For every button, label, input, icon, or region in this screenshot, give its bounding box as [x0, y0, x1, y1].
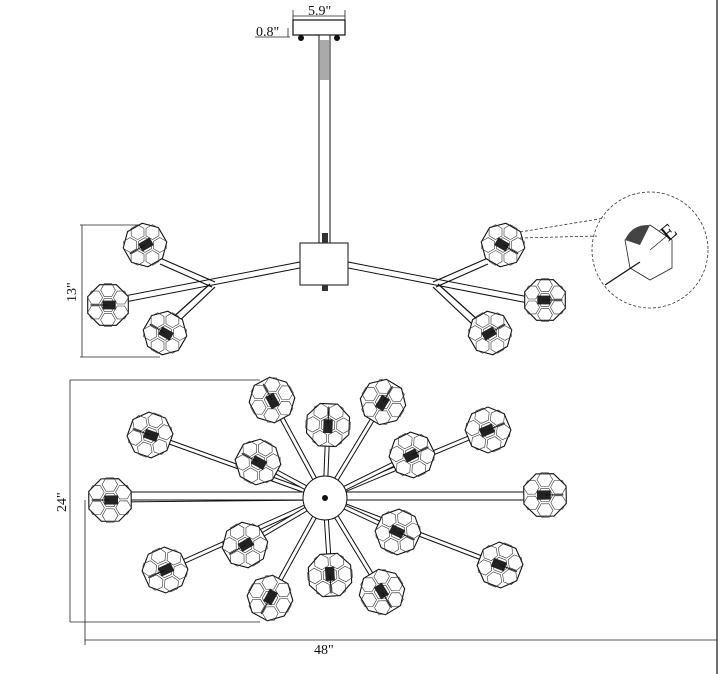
glass-shade [307, 552, 353, 598]
downrod-joint [320, 40, 329, 80]
socket [138, 237, 154, 252]
canopy-screw [334, 35, 340, 41]
glass-shade [234, 438, 282, 486]
width-label: 48" [314, 643, 334, 658]
glass-shade [246, 574, 294, 622]
socket [402, 448, 420, 463]
socket [104, 495, 119, 505]
socket [157, 562, 175, 577]
canopy-screw [298, 35, 304, 41]
glass-shade [142, 310, 188, 356]
glass-shade [523, 472, 567, 518]
socket [494, 237, 510, 252]
arm-left [118, 261, 301, 304]
socket [158, 326, 174, 341]
glass-shade [464, 406, 512, 454]
socket [250, 455, 268, 470]
glass-shade [359, 378, 407, 426]
top-view: 24" 48" [55, 376, 717, 658]
detail-bulb [604, 224, 673, 286]
height-label: 13" [65, 282, 80, 302]
glass-shade [141, 546, 189, 594]
arm-right [347, 261, 530, 304]
socket [481, 326, 497, 341]
socket [263, 588, 278, 606]
socket [324, 566, 335, 582]
socket [478, 423, 496, 438]
glass-shade [476, 541, 524, 589]
socket [537, 295, 551, 305]
glass-shade [388, 431, 436, 479]
glass-shade [358, 568, 406, 616]
socket [102, 300, 116, 310]
side-view: 5.9" 0.8" 13" E [65, 4, 709, 358]
glass-shade [221, 521, 269, 569]
glass-shade [524, 278, 566, 322]
glass-shade [374, 508, 422, 556]
socket [536, 490, 551, 500]
glass-shade [467, 310, 513, 356]
glass-shade [126, 411, 174, 459]
canopy [292, 19, 346, 36]
body-cap [322, 233, 328, 243]
socket [490, 557, 508, 572]
socket [373, 582, 389, 600]
socket [237, 536, 255, 552]
glass-shade [87, 283, 129, 327]
glass-shade [480, 222, 526, 268]
glass-shade [248, 376, 296, 424]
socket-symbol: E [655, 218, 681, 246]
socket [374, 394, 390, 412]
glass-shade [305, 402, 351, 448]
glass-shade [88, 477, 132, 523]
socket [388, 524, 406, 539]
depth-label: 24" [55, 492, 70, 512]
canopy-height-label: 0.8" [256, 25, 279, 40]
socket [323, 419, 333, 434]
center-body [299, 242, 349, 286]
socket [265, 392, 280, 410]
canopy-width-label: 5.9" [308, 4, 331, 19]
detail-callout [591, 191, 709, 309]
glass-shade [122, 222, 168, 268]
socket [143, 428, 160, 443]
